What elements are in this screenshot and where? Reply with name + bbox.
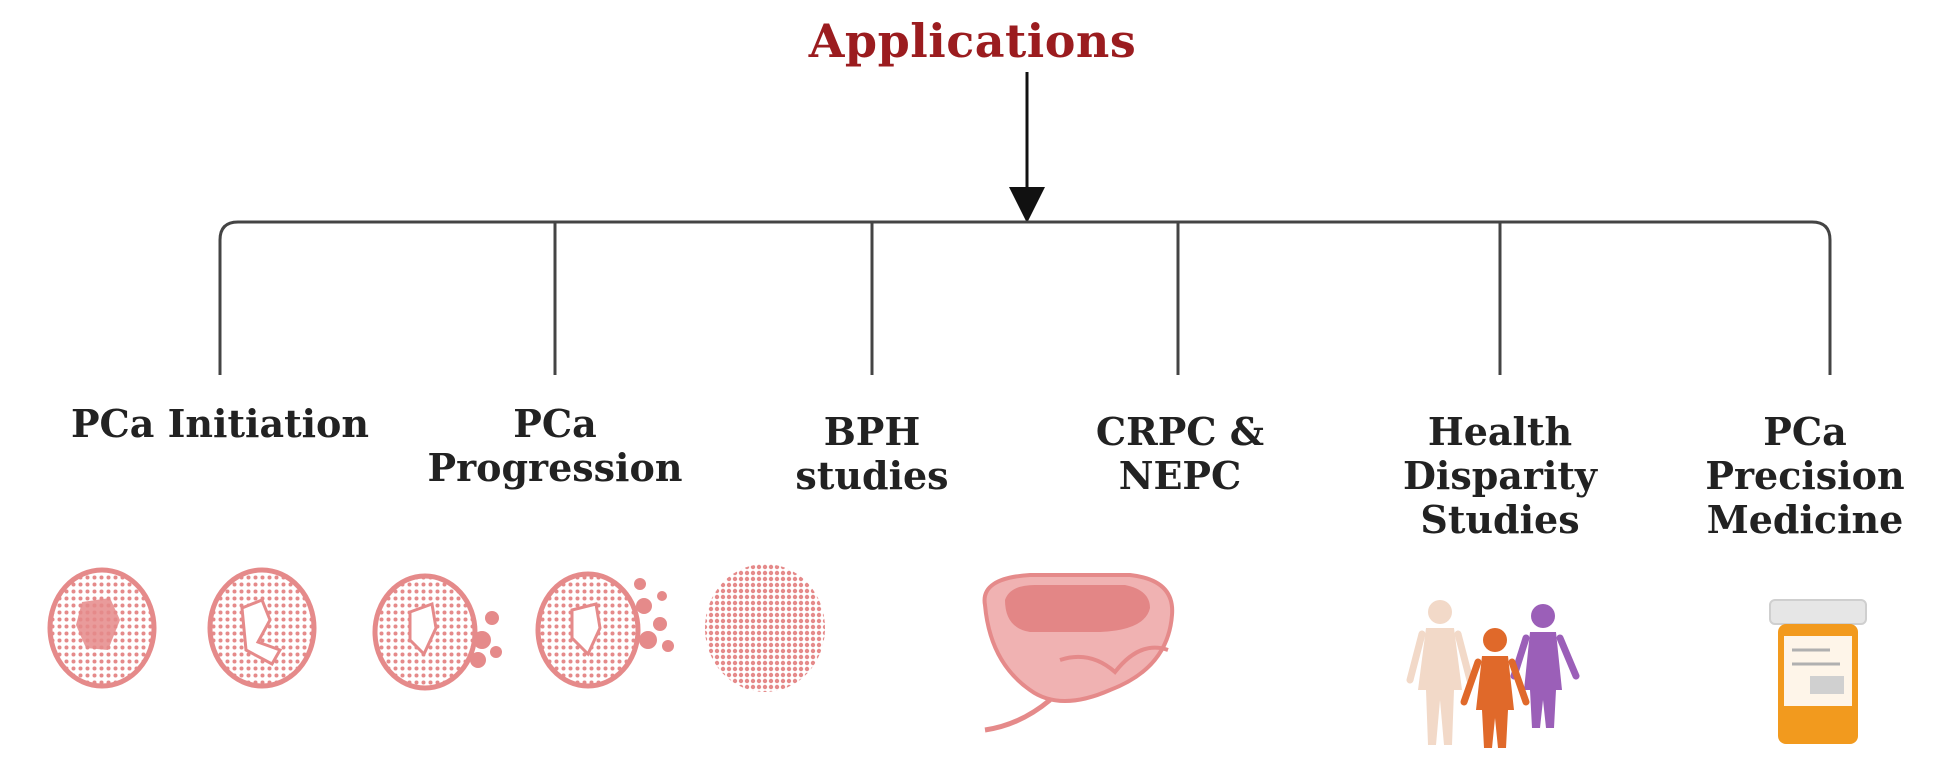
label-precision-medicine: PCa Precision Medicine <box>1705 409 1905 542</box>
normal-cell-icon <box>47 567 157 689</box>
diagram-title: Applications <box>808 14 1137 68</box>
label-bph-studies: BPH studies <box>795 409 949 498</box>
label-crpc-nepc: CRPC & NEPC <box>1095 409 1265 498</box>
people-icon <box>1406 600 1580 748</box>
pill-bottle-icon <box>1769 599 1867 744</box>
transforming-cell-icon <box>207 567 317 689</box>
budding-cell-icon <box>372 573 502 691</box>
invading-cell-icon <box>535 571 674 689</box>
label-health-disparity: Health Disparity Studies <box>1402 409 1598 542</box>
tumor-mass-icon <box>705 564 825 692</box>
branch-bar <box>218 220 1832 375</box>
label-pca-progression: PCa Progression <box>427 401 683 490</box>
label-pca-initiation: PCa Initiation <box>70 401 370 446</box>
prostate-icon <box>982 573 1175 733</box>
